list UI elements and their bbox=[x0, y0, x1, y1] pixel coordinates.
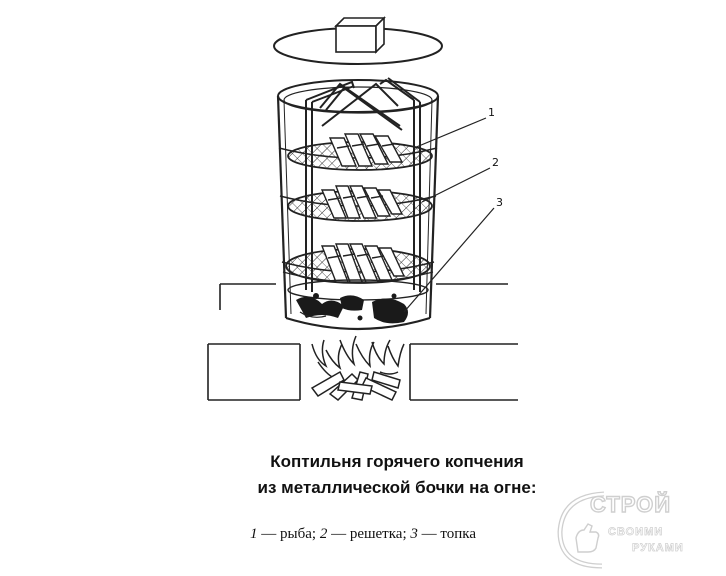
wire-rack bbox=[305, 77, 421, 292]
site-watermark: СТРОЙ СВОИМИ РУКАМИ bbox=[548, 486, 718, 570]
legend: 1 — рыба; 2 — решетка; 3 — топка bbox=[0, 526, 726, 543]
fish-top bbox=[328, 133, 404, 167]
legend-delim: ; bbox=[311, 526, 320, 542]
watermark-line-3: РУКАМИ bbox=[632, 542, 684, 555]
legend-num-1: 1 bbox=[250, 526, 258, 542]
legend-label-3: топка bbox=[440, 526, 476, 542]
firebox-coals bbox=[287, 279, 429, 324]
legend-sep: — bbox=[257, 526, 281, 542]
watermark-logo-icon bbox=[557, 491, 605, 569]
legend-sep: — bbox=[417, 526, 441, 542]
barrel-lid bbox=[273, 16, 443, 65]
legend-sep: — bbox=[327, 526, 350, 542]
legend-num-2: 2 bbox=[319, 526, 328, 542]
caption-title-line-2: из металлической бочки на огне: bbox=[257, 478, 537, 497]
legend-delim: ; bbox=[402, 526, 411, 542]
callout-2: 2 bbox=[492, 156, 499, 169]
callout-lines bbox=[403, 117, 495, 313]
watermark-line-2: СВОИМИ bbox=[608, 526, 664, 539]
legend-label-2: решетка bbox=[349, 526, 403, 542]
watermark-line-1: СТРОЙ bbox=[589, 491, 672, 517]
lid-weight bbox=[334, 16, 386, 54]
firewood bbox=[310, 370, 401, 401]
fire-flames bbox=[311, 335, 405, 379]
callout-3: 3 bbox=[496, 196, 503, 209]
legend-num-3: 3 bbox=[410, 526, 418, 542]
callout-1: 1 bbox=[488, 106, 495, 119]
fish-bottom bbox=[320, 243, 406, 283]
ground-lines bbox=[207, 283, 518, 401]
caption-title-line-1: Коптильня горячего копчения bbox=[270, 452, 524, 471]
legend-label-1: рыба bbox=[280, 526, 312, 542]
fish-middle bbox=[320, 185, 404, 219]
